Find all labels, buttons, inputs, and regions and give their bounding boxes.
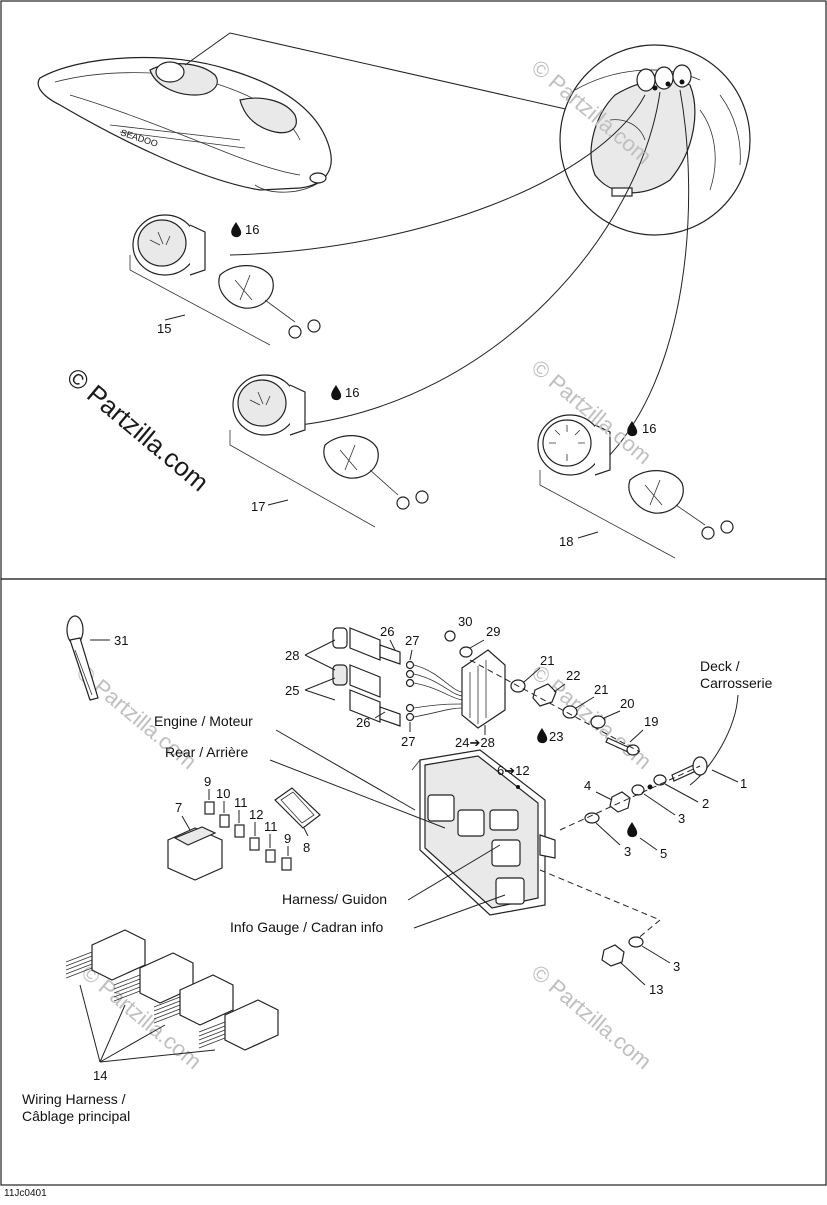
- callout-18: 18: [559, 534, 573, 549]
- connector-group: 28 25 26 27 26 27 24➔28: [285, 624, 506, 750]
- callout-16-c: 16: [642, 421, 656, 436]
- wiring-harness-connectors: 14: [65, 929, 279, 1083]
- engine-label: Engine / Moteur: [154, 713, 253, 729]
- callout-28: 28: [285, 648, 299, 663]
- harness-leader: [407, 844, 501, 901]
- callout-11-a: 11: [234, 795, 248, 810]
- callout-16-a: 16: [245, 222, 259, 237]
- watermark-faint-3: © Partzilla.com: [527, 660, 657, 774]
- callout-27-a: 27: [405, 633, 419, 648]
- callout-17: 17: [251, 499, 265, 514]
- watermark-main: © Partzilla.com: [61, 362, 214, 498]
- callout-27-b: 27: [401, 734, 415, 749]
- info-gauge-label: Info Gauge / Cadran info: [230, 919, 384, 935]
- callout-4: 4: [584, 778, 591, 793]
- relay-hardware: 30 29 21 22 21 20 19 23: [444, 614, 658, 756]
- callout-20: 20: [620, 696, 634, 711]
- callout-21-b: 21: [594, 682, 608, 697]
- callout-14: 14: [93, 1068, 107, 1083]
- cable-tie-31: 31: [66, 615, 128, 701]
- deck-label-line1: Deck /: [700, 658, 740, 674]
- relay-and-fuses: 7 9 10 11 12 11 9 8: [167, 774, 321, 881]
- callout-19: 19: [644, 714, 658, 729]
- callout-24-28: 24➔28: [455, 735, 495, 750]
- fuse-box-module: 6➔12: [411, 749, 556, 916]
- sealant-drop-icon: [537, 728, 548, 744]
- callout-26-a: 26: [380, 624, 394, 639]
- deck-label-line2: Carrosserie: [700, 675, 773, 691]
- callout-2: 2: [702, 796, 709, 811]
- callout-6-12: 6➔12: [497, 763, 530, 778]
- gauge-15-assembly: 16 15: [129, 214, 321, 346]
- sealant-drop-icon: [331, 385, 342, 401]
- wiring-harness-label-line2: Câblage principal: [22, 1108, 130, 1124]
- sealant-drop-icon: [627, 421, 638, 437]
- callout-26-b: 26: [356, 715, 370, 730]
- callout-29: 29: [486, 624, 500, 639]
- callout-5: 5: [660, 846, 667, 861]
- callout-7: 7: [175, 800, 182, 815]
- callout-31: 31: [114, 633, 128, 648]
- callout-3-b: 3: [624, 844, 631, 859]
- callout-11-b: 11: [264, 819, 278, 834]
- gauge-17-assembly: 16 17: [229, 374, 429, 528]
- callout-21-a: 21: [540, 653, 554, 668]
- dashboard-magnifier: [559, 44, 751, 236]
- callout-16-b: 16: [345, 385, 359, 400]
- callout-3-c: 3: [673, 959, 680, 974]
- harness-label: Harness/ Guidon: [282, 891, 387, 907]
- callout-8: 8: [303, 840, 310, 855]
- info-gauge-leader: [413, 894, 506, 929]
- callout-1: 1: [740, 776, 747, 791]
- engine-leader: [275, 729, 416, 811]
- callout-23: 23: [549, 729, 563, 744]
- callout-9-b: 9: [284, 831, 291, 846]
- mounting-hardware: 1 2 3 4 3 5: [559, 756, 747, 861]
- deck-leader: [689, 694, 739, 786]
- callout-30: 30: [458, 614, 472, 629]
- watermark-faint-4: © Partzilla.com: [527, 960, 657, 1074]
- callout-12: 12: [249, 807, 263, 822]
- boat-illustration: SEADOO: [37, 56, 332, 193]
- gauge-18-assembly: 16 18: [537, 414, 734, 559]
- sealant-drop-icon: [627, 822, 638, 838]
- callout-3-a: 3: [678, 811, 685, 826]
- callout-10: 10: [216, 786, 230, 801]
- leader-gauge-15: [229, 94, 646, 256]
- callout-9-a: 9: [204, 774, 211, 789]
- sealant-drop-icon: [231, 222, 242, 238]
- lower-hardware: 3 13: [539, 869, 680, 997]
- diagram-code: 11Jc0401: [4, 1188, 47, 1199]
- callout-13: 13: [649, 982, 663, 997]
- rear-leader: [269, 759, 446, 829]
- callout-25: 25: [285, 683, 299, 698]
- bottom-panel-frame: [0, 578, 827, 1186]
- rear-label: Rear / Arrière: [165, 744, 248, 760]
- wiring-harness-label-line1: Wiring Harness /: [22, 1091, 126, 1107]
- leader-gauge-17: [299, 91, 661, 426]
- callout-15: 15: [157, 321, 171, 336]
- callout-22: 22: [566, 668, 580, 683]
- magnifier-leader: [184, 32, 571, 111]
